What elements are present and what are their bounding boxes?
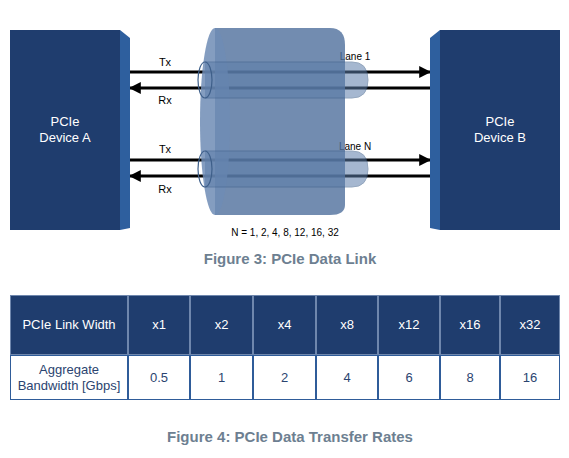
device-label: PCIe Device A — [33, 114, 97, 146]
signal-label: Rx — [150, 182, 180, 196]
table-cell: PCIe Link Width — [10, 295, 128, 355]
table-cell: x8 — [316, 295, 378, 355]
signal-arrow — [130, 71, 430, 74]
signal-label: Tx — [150, 55, 180, 69]
table-cell: x4 — [253, 295, 316, 355]
table-cell: x2 — [190, 295, 253, 355]
table-cell: 6 — [378, 355, 440, 400]
signal-label: Tx — [150, 142, 180, 156]
lane-tube-end — [198, 62, 212, 98]
note-text: N = 1, 2, 4, 8, 12, 16, 32 — [175, 224, 395, 240]
table-cell: x1 — [128, 295, 190, 355]
table-cell: 16 — [500, 355, 560, 400]
table-cell: x16 — [440, 295, 500, 355]
table-cell: x32 — [500, 295, 560, 355]
lane-tube-end — [198, 151, 212, 187]
table-cell: 0.5 — [128, 355, 190, 400]
table-cell: 4 — [316, 355, 378, 400]
lane-tube — [205, 151, 368, 187]
signal-label: Rx — [150, 93, 180, 107]
device-side — [430, 30, 440, 230]
signal-arrow — [130, 87, 430, 90]
lane-tube — [205, 62, 368, 98]
cable-end — [200, 28, 230, 215]
table-cell: 8 — [440, 355, 500, 400]
table-cell: x12 — [378, 295, 440, 355]
device-front — [10, 30, 120, 230]
signal-arrow — [130, 159, 430, 162]
lane-label: Lane 1 — [325, 48, 385, 64]
table-cell: 1 — [190, 355, 253, 400]
device-side — [120, 30, 130, 230]
device-box: PCIe Device A — [10, 30, 130, 230]
device-front — [440, 30, 560, 230]
table-cell: 2 — [253, 355, 316, 400]
signal-arrow — [130, 175, 430, 178]
cable-body — [215, 28, 345, 215]
figure-caption: Figure 3: PCIe Data Link — [60, 248, 520, 268]
table-cell: Aggregate Bandwidth [Gbps] — [10, 355, 128, 400]
device-box: PCIe Device B — [430, 30, 560, 230]
lane-label: Lane N — [325, 138, 385, 154]
figure-caption: Figure 4: PCIe Data Transfer Rates — [60, 427, 520, 447]
device-label: PCIe Device B — [468, 114, 532, 146]
